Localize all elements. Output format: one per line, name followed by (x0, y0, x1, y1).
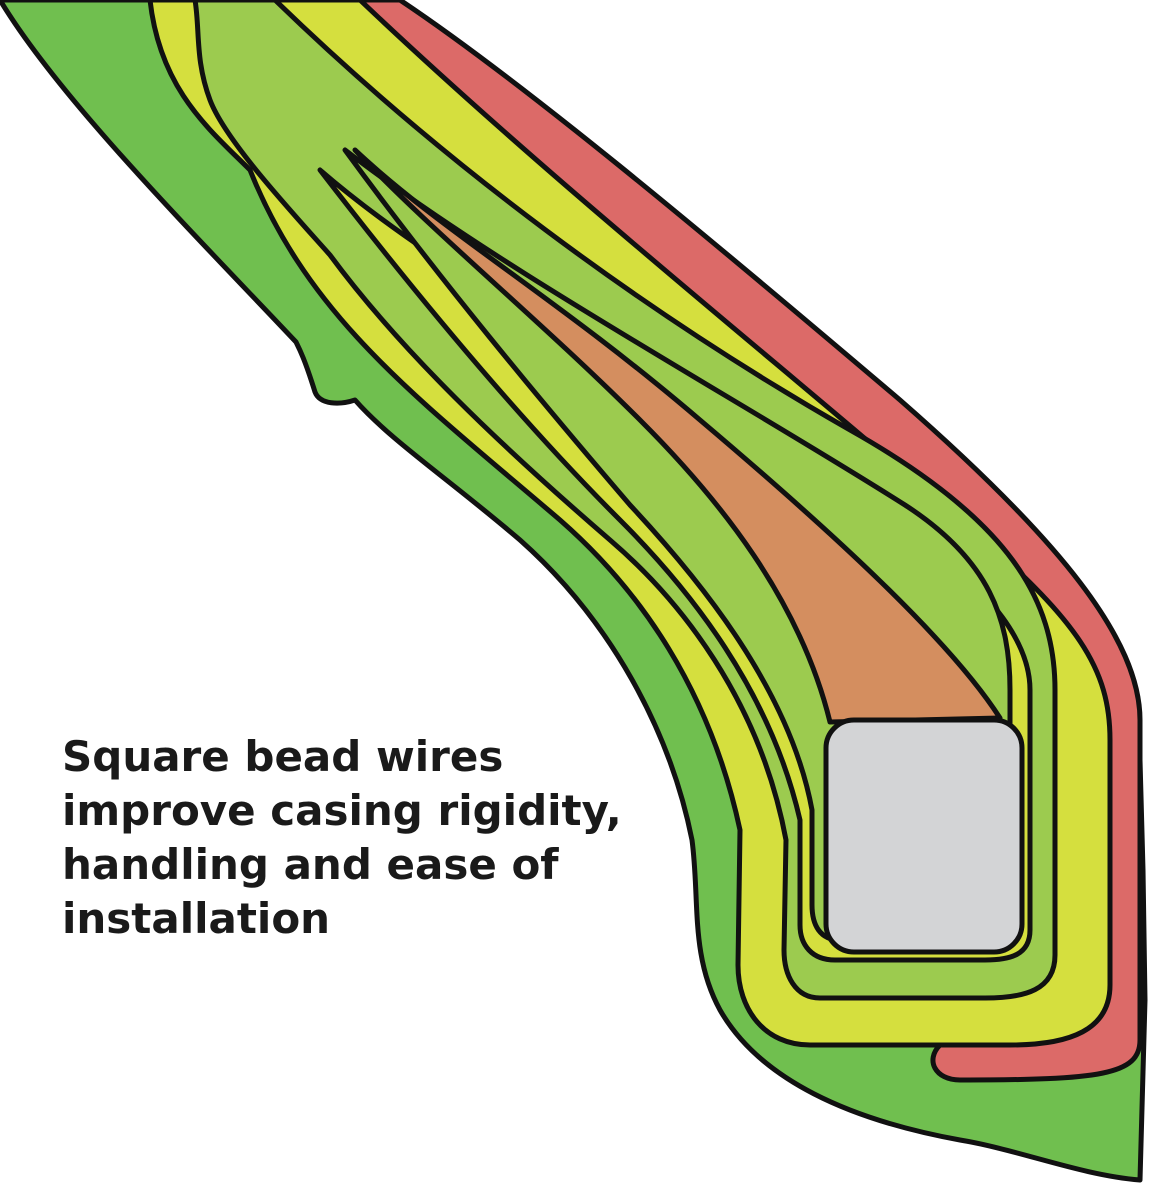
square-bead-wire (823, 717, 1025, 955)
apex-filler (352, 147, 1003, 725)
diagram-caption: Square bead wires improve casing rigidit… (62, 730, 662, 946)
caption-line: Square bead wires (62, 732, 504, 781)
caption-line: installation (62, 894, 331, 943)
caption-line: improve casing rigidity, (62, 786, 622, 835)
caption-line: handling and ease of (62, 840, 559, 889)
